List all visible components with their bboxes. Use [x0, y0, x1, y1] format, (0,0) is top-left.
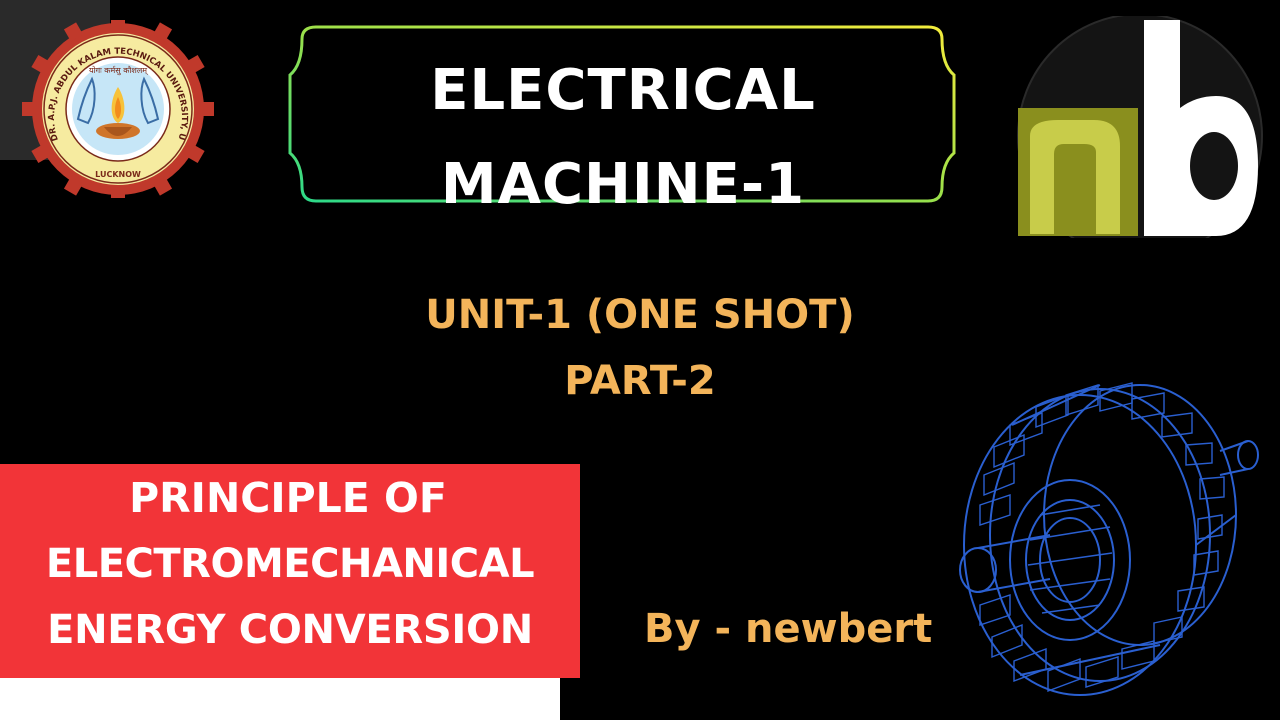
topic-line-3: ENERGY CONVERSION [47, 607, 533, 653]
seal-city: LUCKNOW [95, 170, 141, 179]
topic-line-1: PRINCIPLE OF [129, 474, 447, 522]
electric-motor-wireframe-icon [950, 355, 1280, 715]
nb-logo-icon [1010, 13, 1272, 259]
title-line-1: ELECTRICAL [430, 58, 816, 123]
banner-footer-strip [0, 678, 560, 720]
banner-background [0, 464, 580, 678]
author-credit: By - newbert [644, 606, 933, 652]
university-seal-icon: योगः कर्मसु कौशलम् LUCKNOW DR. A.P.J. AB… [4, 13, 226, 205]
title-box: ELECTRICAL MACHINE-1 [288, 25, 956, 217]
unit-label: UNIT-1 (ONE SHOT) [425, 292, 855, 338]
title-line-2: MACHINE-1 [440, 152, 806, 217]
topic-line-2: ELECTROMECHANICAL [45, 541, 535, 587]
topic-banner: PRINCIPLE OF ELECTROMECHANICAL ENERGY CO… [0, 464, 582, 720]
seal-motto: योगः कर्मसु कौशलम् [89, 65, 149, 76]
part-label: PART-2 [564, 358, 716, 404]
